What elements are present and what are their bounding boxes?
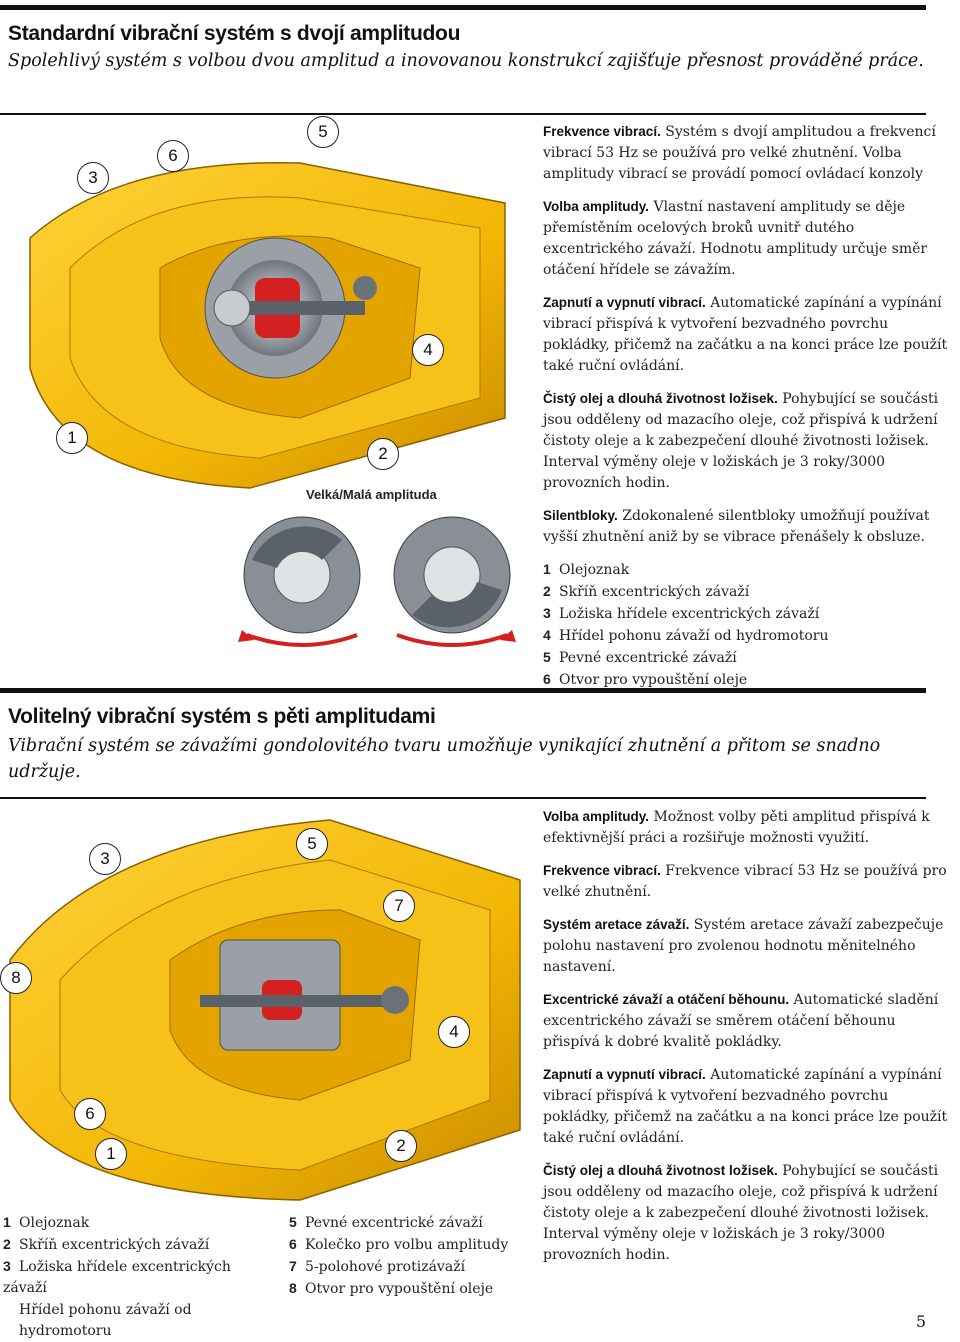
section1-divider [0,113,926,115]
section2-text-column: Volba amplitudy. Možnost volby pěti ampl… [543,806,953,1277]
callout-3: 3 [77,162,109,194]
callout-5: 5 [307,116,339,148]
section2-top-rule [0,688,926,693]
paragraph-amplitude: Volba amplitudy. Vlastní nastavení ampli… [543,199,928,278]
callout-4: 4 [412,334,444,366]
paragraph-onoff: Zapnutí a vypnutí vibrací. Automatické z… [543,1067,948,1146]
callout-8: 8 [0,962,32,994]
paragraph-frequency: Frekvence vibrací. Frekvence vibrací 53 … [543,863,947,900]
top-rule [0,5,926,10]
callout-4: 4 [438,1016,470,1048]
callout-2: 2 [385,1130,417,1162]
callout-1: 1 [95,1138,127,1170]
amplitude-weights-illustration [238,516,516,647]
callout-3: 3 [89,843,121,875]
callout-1: 1 [56,422,88,454]
paragraph-oil: Čistý olej a dlouhá životnost ložisek. P… [543,1163,939,1263]
callout-2: 2 [367,438,399,470]
callout-6: 6 [157,140,189,172]
drum-cutaway-illustration [29,161,506,489]
paragraph-amplitude: Volba amplitudy. Možnost volby pěti ampl… [543,809,930,846]
paragraph-eccentric: Excentrické závaží a otáčení běhounu. Au… [543,992,939,1050]
callout-6: 6 [74,1098,106,1130]
section1-title: Standardní vibrační systém s dvojí ampli… [8,22,461,45]
section1-text-column: Frekvence vibrací. Systém s dvojí amplit… [543,121,958,691]
section2-divider [0,797,926,799]
page-number: 5 [915,1312,926,1331]
section2-subtitle: Vibrační systém se závažími gondolovitéh… [8,736,881,782]
paragraph-frequency: Frekvence vibrací. Systém s dvojí amplit… [543,124,936,182]
paragraph-locking: Systém aretace závaží. Systém aretace zá… [543,917,944,975]
paragraph-onoff: Zapnutí a vypnutí vibrací. Automatické z… [543,295,948,374]
callout-5: 5 [296,828,328,860]
amplitude-figure-caption: Velká/Malá amplituda [306,487,437,502]
paragraph-oil: Čistý olej a dlouhá životnost ložisek. P… [543,391,939,491]
section2-title: Volitelný vibrační systém s pěti amplitu… [8,705,436,728]
callout-7: 7 [383,890,415,922]
section1-subtitle: Spolehlivý systém s volbou dvou amplitud… [8,51,924,71]
paragraph-silentblocks: Silentbloky. Zdokonalené silentbloky umo… [543,508,930,545]
five-amplitude-drum-illustration [9,819,521,1201]
